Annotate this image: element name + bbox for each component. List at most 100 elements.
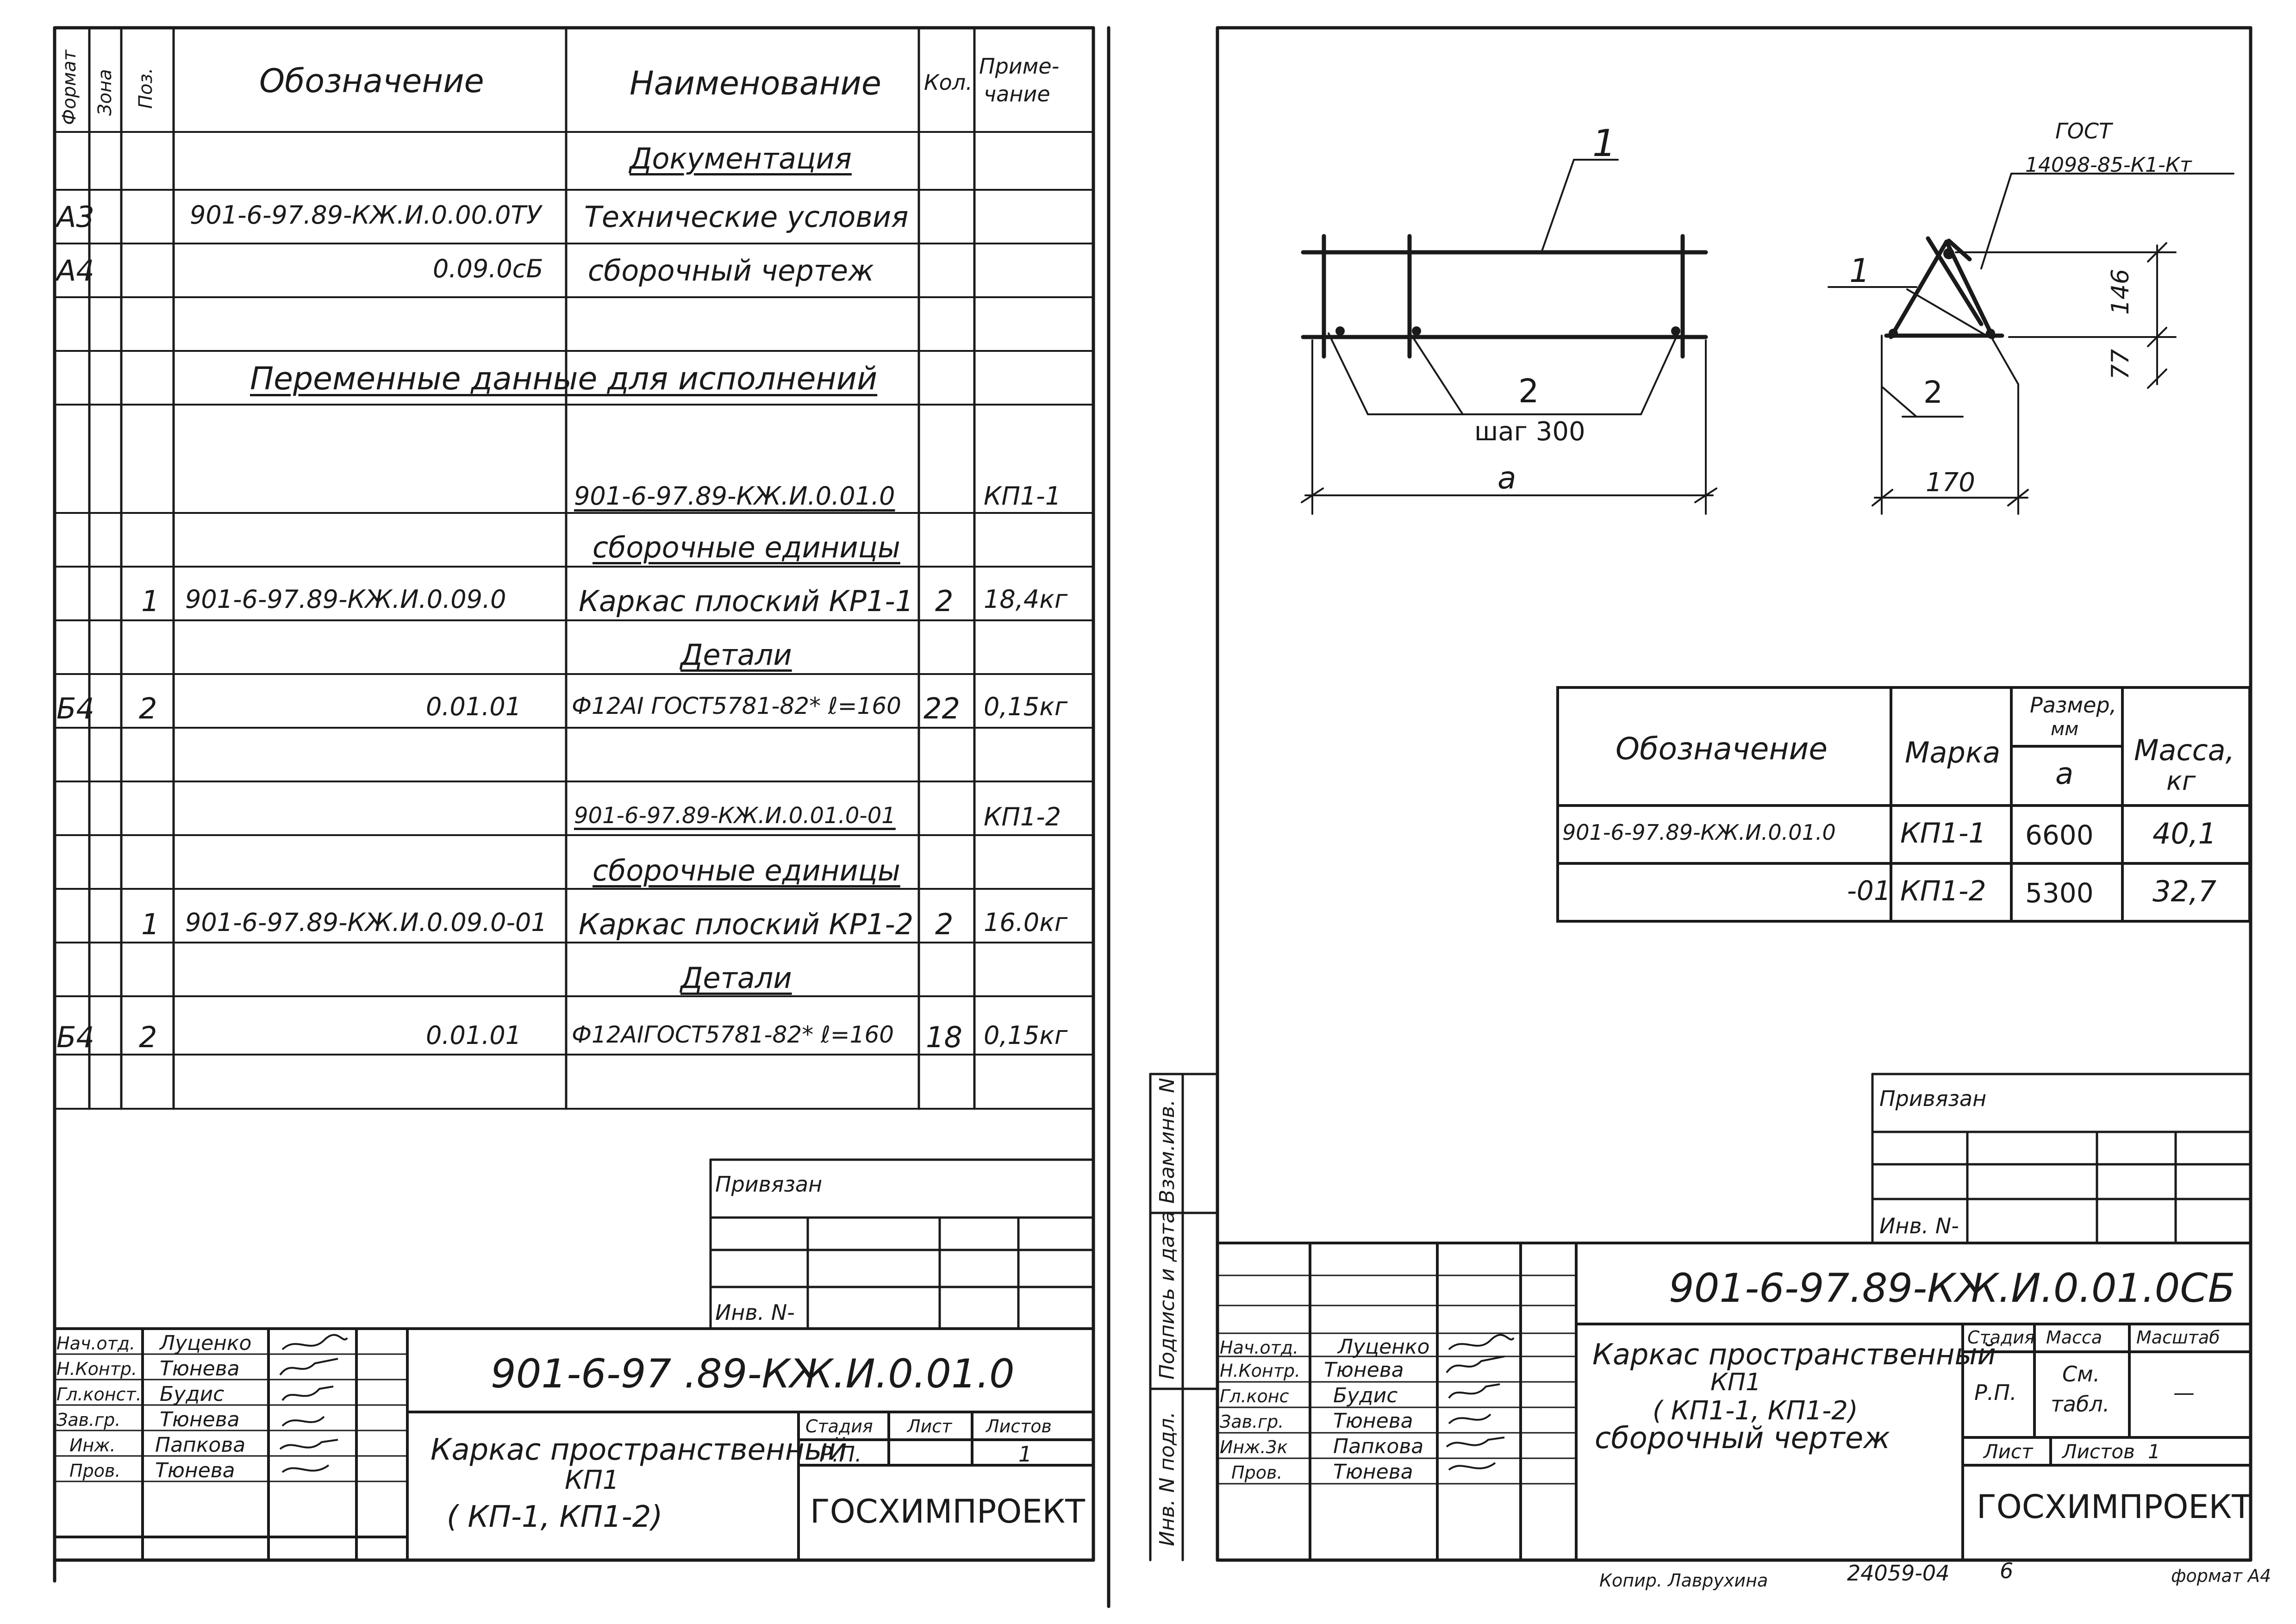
spec-row-13-name: Каркас плоский КР1-2 bbox=[579, 907, 914, 941]
left-signatures bbox=[279, 1334, 348, 1473]
mass-size-header-line2: мм bbox=[2051, 718, 2079, 740]
spec-row-12-name: сборочные единицы bbox=[593, 854, 900, 887]
spec-row-13-qty: 2 bbox=[935, 907, 954, 941]
qty-header: Кол. bbox=[924, 70, 973, 95]
spec-row-7-designation: 901-6-97.89-КЖ.И.0.09.0 bbox=[185, 585, 506, 614]
left-title-line3: ( КП-1, КП1-2) bbox=[447, 1500, 663, 1534]
spec-row-2-name: сборочный чертеж bbox=[588, 254, 874, 287]
section-label-1: 1 bbox=[1849, 252, 1870, 290]
mass-row-0-size: 6600 bbox=[2025, 819, 2094, 851]
mass-size-header-line1: Размер, bbox=[2030, 693, 2117, 718]
spec-row-7-pos: 1 bbox=[141, 584, 160, 618]
mass-row-0-mass: 40,1 bbox=[2152, 817, 2217, 850]
right-doc-code: 901-6-97.89-КЖ.И.0.01.0СБ bbox=[1669, 1265, 2235, 1312]
spec-row-2-format: А4 bbox=[56, 254, 94, 287]
left-name-0: Луценко bbox=[160, 1331, 252, 1355]
right-privyazan: Привязан bbox=[1879, 1086, 1987, 1111]
gost-line2: 14098-85-К1-Кт bbox=[2025, 153, 2192, 177]
left-sheets-label: Листов bbox=[986, 1416, 1052, 1437]
spec-row-0-name: Документация bbox=[630, 142, 852, 175]
front-label-1: 1 bbox=[1592, 122, 1616, 165]
mass-row-1-size: 5300 bbox=[2025, 877, 2094, 909]
designation-header: Обозначение bbox=[259, 62, 484, 100]
gost-line1: ГОСТ bbox=[2055, 119, 2112, 144]
section-label-2: 2 bbox=[1923, 375, 1943, 410]
spec-columns bbox=[88, 26, 976, 1110]
spec-row-2-designation: 0.09.0сБ bbox=[433, 254, 543, 283]
right-mass-line1: См. bbox=[2062, 1362, 2100, 1387]
right-title-line3: ( КП1-1, КП1-2) bbox=[1653, 1396, 1858, 1426]
spec-row-7-name: Каркас плоский КР1-1 bbox=[579, 584, 914, 618]
spec-row-15-pos: 2 bbox=[139, 1020, 157, 1054]
mass-mass-header-line2: кг bbox=[2166, 766, 2196, 796]
right-title-block bbox=[1216, 1242, 2252, 1562]
left-role-3: Зав.гр. bbox=[56, 1410, 121, 1430]
spec-row-1-format: А3 bbox=[56, 200, 94, 234]
spec-rows bbox=[54, 131, 1094, 1110]
right-org: ГОСХИМПРОЕКТ bbox=[1977, 1488, 2252, 1526]
name-header: Наименование bbox=[630, 64, 881, 102]
spec-row-9-note: 0,15кг bbox=[984, 692, 1068, 721]
spec-row-14-name: Детали bbox=[680, 961, 792, 995]
dim-77: 77 bbox=[2107, 349, 2134, 380]
section-leaders bbox=[1828, 173, 2234, 515]
mass-mass-header-line1: Масса, bbox=[2134, 733, 2235, 767]
right-title-line2: КП1 bbox=[1710, 1368, 1761, 1396]
left-sheets: 1 bbox=[1018, 1442, 1032, 1467]
step-label: шаг 300 bbox=[1474, 417, 1585, 447]
mass-row-0-mark: КП1-1 bbox=[1900, 817, 1986, 849]
left-role-4: Инж. bbox=[69, 1435, 116, 1455]
right-title-line1: Каркас пространственный bbox=[1592, 1337, 1996, 1371]
spec-row-7-note: 18,4кг bbox=[984, 585, 1068, 614]
left-role-0: Нач.отд. bbox=[56, 1333, 136, 1354]
spec-row-3-name: Переменные данные для исполнений bbox=[250, 361, 878, 397]
spec-row-15-name: Ф12АIГОСТ5781-82* ℓ=160 bbox=[572, 1021, 894, 1048]
right-name-2: Будис bbox=[1333, 1384, 1398, 1407]
left-inv-no: Инв. N- bbox=[715, 1300, 795, 1325]
dim-170: 170 bbox=[1926, 468, 1975, 498]
left-name-3: Тюнева bbox=[160, 1408, 240, 1431]
left-title-block bbox=[53, 1327, 1095, 1562]
left-sheet-label: Лист bbox=[907, 1416, 952, 1437]
spec-row-11-note: КП1-2 bbox=[984, 802, 1061, 831]
left-role-1: Н.Контр. bbox=[56, 1359, 137, 1379]
front-label-2: 2 bbox=[1518, 372, 1539, 410]
right-privyazan-box bbox=[1871, 1073, 2252, 1244]
format-header: Формат bbox=[59, 50, 80, 125]
left-name-2: Будис bbox=[160, 1382, 225, 1406]
left-privyazan: Привязан bbox=[715, 1172, 823, 1197]
left-org: ГОСХИМПРОЕКТ bbox=[810, 1493, 1086, 1530]
pos-header: Поз. bbox=[135, 68, 156, 109]
footer-number: 24059-04 bbox=[1847, 1561, 1950, 1586]
mass-row-1-mark: КП1-2 bbox=[1900, 875, 1986, 907]
spec-row-1-designation: 901-6-97.89-КЖ.И.0.00.0ТУ bbox=[190, 200, 542, 230]
note-header-line2: чание bbox=[984, 81, 1050, 106]
spec-row-15-designation: 0.01.01 bbox=[426, 1021, 522, 1050]
spec-row-11-name: 901-6-97.89-КЖ.И.0.01.0-01 bbox=[574, 803, 896, 829]
section-view bbox=[1884, 236, 2004, 339]
right-stage-label: Стадия bbox=[1967, 1327, 2035, 1348]
right-stage: Р.П. bbox=[1974, 1380, 2017, 1405]
left-stage: Р.П. bbox=[819, 1442, 862, 1467]
left-role-5: Пров. bbox=[69, 1461, 121, 1481]
mass-designation-header: Обозначение bbox=[1616, 731, 1828, 767]
spec-row-9-name: Ф12АI ГОСТ5781-82* ℓ=160 bbox=[572, 693, 901, 719]
spec-row-13-note: 16.0кг bbox=[984, 908, 1068, 937]
spec-row-6-name: сборочные единицы bbox=[593, 531, 900, 564]
right-scale: — bbox=[2173, 1380, 2195, 1405]
dim-a-label: a bbox=[1497, 460, 1516, 496]
right-title-line4: сборочный чертеж bbox=[1595, 1421, 1890, 1455]
spec-row-1-name: Технические условия bbox=[584, 200, 909, 234]
right-role-3: Зав.гр. bbox=[1220, 1412, 1284, 1432]
mass-row-1-designation: -01 bbox=[1847, 875, 1891, 906]
right-inv-no: Инв. N- bbox=[1879, 1213, 1959, 1238]
spec-row-13-designation: 901-6-97.89-КЖ.И.0.09.0-01 bbox=[185, 908, 547, 937]
right-role-2: Гл.конс bbox=[1220, 1386, 1289, 1406]
spec-row-13-pos: 1 bbox=[141, 907, 160, 941]
spec-row-15-format: Б4 bbox=[56, 1020, 94, 1054]
left-doc-code: 901-6-97 .89-КЖ.И.0.01.0 bbox=[491, 1351, 1015, 1397]
right-name-4: Папкова bbox=[1333, 1435, 1424, 1458]
right-mass-label: Масса bbox=[2046, 1327, 2103, 1348]
spec-row-5-name: 901-6-97.89-КЖ.И.0.01.0 bbox=[574, 481, 895, 511]
